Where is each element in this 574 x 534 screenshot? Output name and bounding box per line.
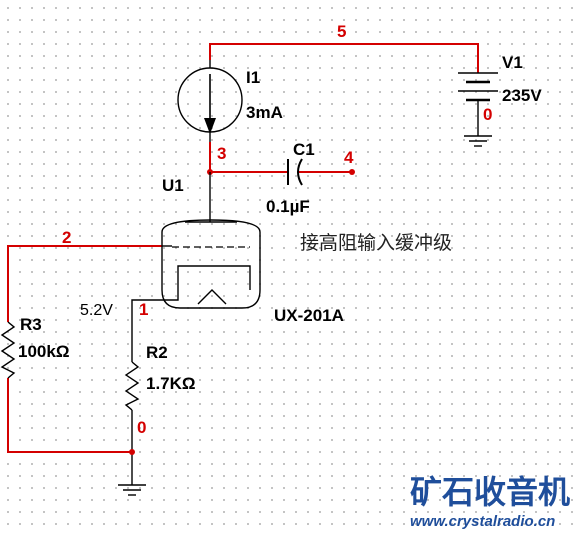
r3-ref-label: R3 (20, 315, 42, 334)
net-label-0-ground: 0 (137, 418, 146, 437)
ground-icon (118, 484, 146, 496)
current-arrow-icon (204, 118, 216, 134)
probe-voltage-label: 5.2V (80, 302, 113, 319)
net-label-3: 3 (217, 144, 226, 163)
net-label-4: 4 (344, 148, 354, 167)
wire-net-1 (131, 296, 179, 362)
ground-icon (464, 135, 492, 147)
voltage-source-v1 (458, 72, 498, 136)
watermark-logo: 矿石收音机 (410, 473, 570, 511)
u1-value-label: UX-201A (274, 306, 344, 325)
u1-ref-label: U1 (162, 176, 184, 195)
i1-ref-label: I1 (246, 68, 260, 87)
r2-value-label: 1.7KΩ (146, 374, 196, 393)
current-source-i1 (177, 60, 243, 142)
r2-ref-label: R2 (146, 343, 168, 362)
c1-value-label: 0.1µF (266, 197, 310, 216)
resistor-r2 (124, 361, 140, 411)
wire-net-3 (207, 142, 355, 222)
r3-value-label: 100kΩ (18, 342, 69, 361)
vacuum-tube-u1 (161, 219, 261, 309)
wire-net-0 (7, 378, 135, 485)
wire-net-5 (209, 43, 479, 73)
net-label-0-source: 0 (483, 105, 492, 124)
wire-net-2 (7, 245, 162, 322)
net-label-1: 1 (139, 300, 148, 319)
watermark-url: www.crystalradio.cn (410, 513, 555, 530)
v1-value-label: 235V (502, 86, 542, 105)
annotation-text: 接高阻输入缓冲级 (300, 232, 452, 254)
net-label-5: 5 (337, 22, 346, 41)
v1-ref-label: V1 (502, 53, 523, 72)
i1-value-label: 3mA (246, 103, 283, 122)
resistor-r3 (0, 321, 16, 379)
net-label-2: 2 (62, 228, 71, 247)
c1-ref-label: C1 (293, 140, 315, 159)
capacitor-c1 (287, 158, 303, 186)
